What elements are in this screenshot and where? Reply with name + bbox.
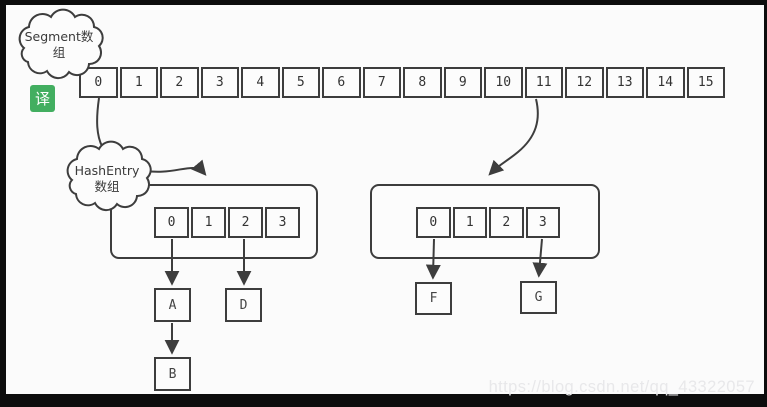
hashentry-right-cell-3: 3 bbox=[525, 207, 560, 238]
hashentry-left-cell-3: 3 bbox=[265, 207, 300, 238]
hashentry-cloud-label-line1: HashEntry bbox=[74, 163, 140, 178]
segment-cloud-label: Segment数 组 bbox=[22, 29, 96, 61]
hashentry-right-cell-1: 1 bbox=[452, 207, 487, 238]
hashentry-array-right: 0 1 2 3 bbox=[416, 207, 560, 238]
node-f: F bbox=[415, 282, 452, 315]
node-a: A bbox=[154, 288, 191, 322]
segment-cell-4: 4 bbox=[241, 67, 280, 98]
segment-cell-7: 7 bbox=[362, 67, 401, 98]
node-d: D bbox=[225, 288, 262, 322]
segment-cell-1: 1 bbox=[119, 67, 158, 98]
segment-cell-9: 9 bbox=[443, 67, 482, 98]
node-b: B bbox=[154, 357, 191, 391]
arrow-segment11-to-right-array bbox=[488, 98, 539, 176]
arrow-right0-to-node-f bbox=[425, 238, 441, 280]
segment-cell-14: 14 bbox=[646, 67, 685, 98]
segment-cell-6: 6 bbox=[322, 67, 361, 98]
segment-cell-10: 10 bbox=[484, 67, 523, 98]
watermark-text: https://blog.csdn.net/qq_43322057 bbox=[488, 378, 755, 396]
segment-array: 0 1 2 3 4 5 6 7 8 9 10 11 12 13 14 15 bbox=[79, 67, 725, 98]
segment-cell-3: 3 bbox=[200, 67, 239, 98]
hashentry-left-cell-0: 0 bbox=[154, 207, 189, 238]
translate-badge[interactable]: 译 bbox=[30, 85, 55, 112]
segment-cell-5: 5 bbox=[281, 67, 320, 98]
node-g: G bbox=[520, 281, 557, 314]
segment-cloud-label-line2: 组 bbox=[52, 45, 66, 60]
segment-cell-13: 13 bbox=[605, 67, 644, 98]
hashentry-cloud-label-line2: 数组 bbox=[94, 179, 120, 194]
segment-cell-2: 2 bbox=[160, 67, 199, 98]
segment-cell-12: 12 bbox=[565, 67, 604, 98]
hashentry-cloud-label: HashEntry 数组 bbox=[69, 163, 145, 195]
segment-cloud-label-line1: Segment数 bbox=[24, 29, 94, 44]
segment-cell-8: 8 bbox=[403, 67, 442, 98]
hashentry-left-cell-2: 2 bbox=[228, 207, 263, 238]
hashentry-left-cell-1: 1 bbox=[191, 207, 226, 238]
segment-cell-15: 15 bbox=[686, 67, 725, 98]
hashentry-array-left: 0 1 2 3 bbox=[154, 207, 300, 238]
hashentry-right-cell-2: 2 bbox=[489, 207, 524, 238]
segment-cell-11: 11 bbox=[524, 67, 563, 98]
arrow-right3-to-node-g bbox=[532, 238, 548, 278]
hashentry-right-cell-0: 0 bbox=[416, 207, 451, 238]
